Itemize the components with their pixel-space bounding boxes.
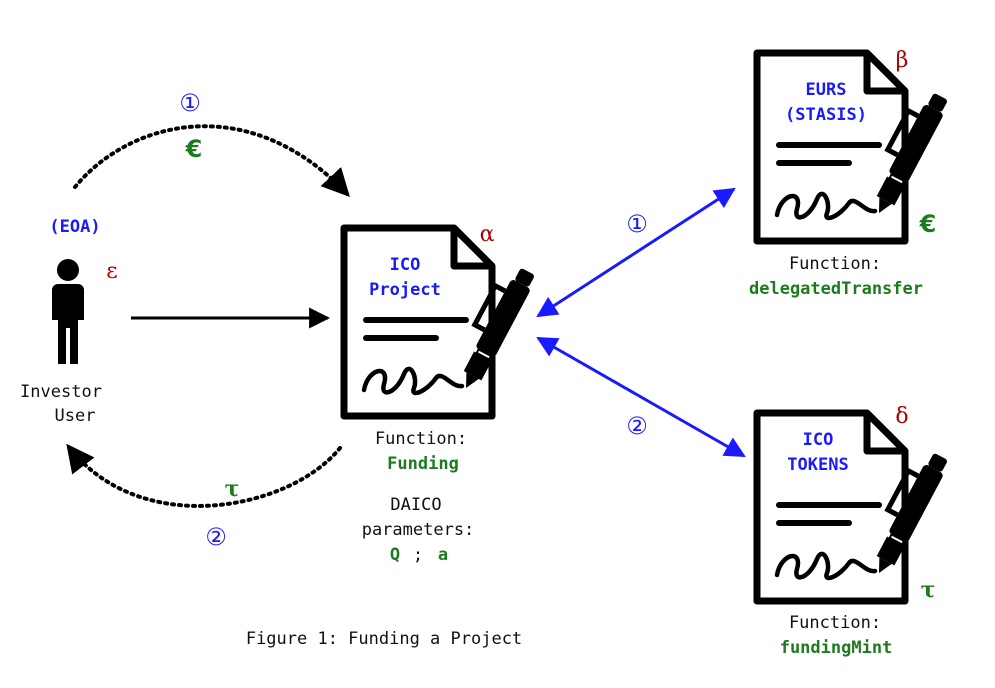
bottom-step-number: ② (205, 523, 227, 551)
investor-tag: (EOA) (49, 217, 100, 237)
investor-label-line2: User (55, 406, 96, 426)
eurs-title-line2: (STASIS) (785, 105, 867, 125)
contract-document-icon (757, 413, 951, 601)
ico-project-function-label: Function: (375, 429, 467, 449)
ico-tokens-node: ICO TOKENS δ τ Function: fundingMint (757, 404, 951, 658)
ico-project-symbol: α (480, 222, 495, 247)
daico-params-line1: DAICO (390, 495, 441, 515)
person-icon (52, 259, 84, 364)
daico-params-line2: parameters: (362, 520, 475, 540)
daico-param-q: Q (390, 545, 400, 565)
eurs-function-label: Function: (789, 254, 881, 274)
daico-param-separator: ; (413, 545, 423, 565)
top-step-number: ① (179, 89, 201, 117)
ico-project-function-name: Funding (387, 454, 459, 474)
dotted-arrow-investment (73, 124, 350, 198)
eurs-node: EURS (STASIS) β € Function: delegatedTra… (749, 48, 951, 299)
eurs-function-name: delegatedTransfer (749, 279, 923, 299)
investor-node: (EOA) ε Investor User (20, 217, 118, 426)
investor-label-line1: Investor (20, 382, 102, 402)
right-step-2: ② (626, 412, 648, 440)
arrow-project-eurs (536, 187, 736, 318)
dotted-arrow-tokens (66, 443, 342, 508)
eurs-title-line1: EURS (806, 80, 847, 100)
ico-tokens-title-line1: ICO (803, 430, 834, 450)
bottom-tau-symbol: τ (225, 476, 240, 502)
right-step-1: ① (626, 210, 648, 238)
ico-tokens-function-name: fundingMint (780, 638, 893, 658)
ico-tokens-currency: τ (921, 577, 936, 603)
eurs-currency: € (919, 210, 937, 238)
ico-tokens-title-line2: TOKENS (787, 455, 848, 475)
ico-project-node: ICO Project α Function: Funding DAICO pa… (344, 222, 538, 565)
daico-param-a: a (438, 545, 448, 565)
figure-caption: Figure 1: Funding a Project (246, 629, 522, 649)
ico-project-title-line2: Project (369, 280, 441, 300)
investor-symbol: ε (106, 259, 117, 284)
ico-project-title-line1: ICO (390, 255, 421, 275)
eurs-symbol: β (896, 48, 909, 73)
top-euro-symbol: € (185, 135, 203, 163)
contract-document-icon (344, 228, 538, 416)
ico-tokens-function-label: Function: (789, 613, 881, 633)
ico-tokens-symbol: δ (895, 404, 908, 429)
arrow-project-tokens (536, 336, 746, 458)
